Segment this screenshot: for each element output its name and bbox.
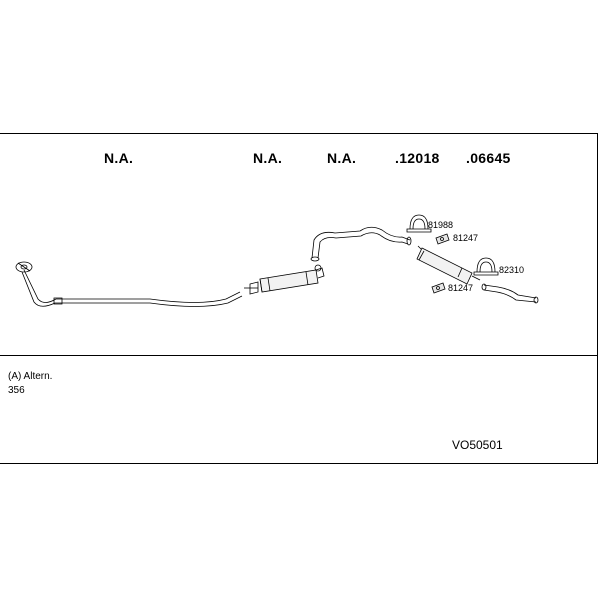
intermediate-pipe (310, 226, 412, 262)
part-number-2: N.A. (253, 150, 283, 166)
diagram-frame (0, 133, 598, 464)
rear-muffler (416, 245, 481, 285)
bracket-81247-bottom-icon (431, 282, 446, 294)
part-number-4: .12018 (395, 150, 440, 166)
clamp-82310-icon (473, 257, 499, 276)
label-clamp-81988: 81988 (428, 220, 454, 230)
note-alternative: (A) Altern. (8, 371, 53, 382)
middle-muffler (244, 264, 325, 295)
label-clamp-82310: 82310 (499, 265, 525, 275)
label-bracket-81247-top: 81247 (453, 233, 479, 243)
label-bracket-81247-bottom: 81247 (448, 283, 474, 293)
notes-divider (0, 355, 598, 356)
part-number-3: N.A. (327, 150, 357, 166)
note-number: 356 (8, 385, 25, 396)
part-number-1: N.A. (104, 150, 134, 166)
part-number-5: .06645 (466, 150, 511, 166)
clamp-81988-icon (406, 214, 432, 233)
bracket-81247-top-icon (435, 233, 450, 245)
tail-pipe (481, 283, 539, 304)
front-pipe (15, 261, 243, 307)
kit-code: VO50501 (452, 438, 503, 452)
